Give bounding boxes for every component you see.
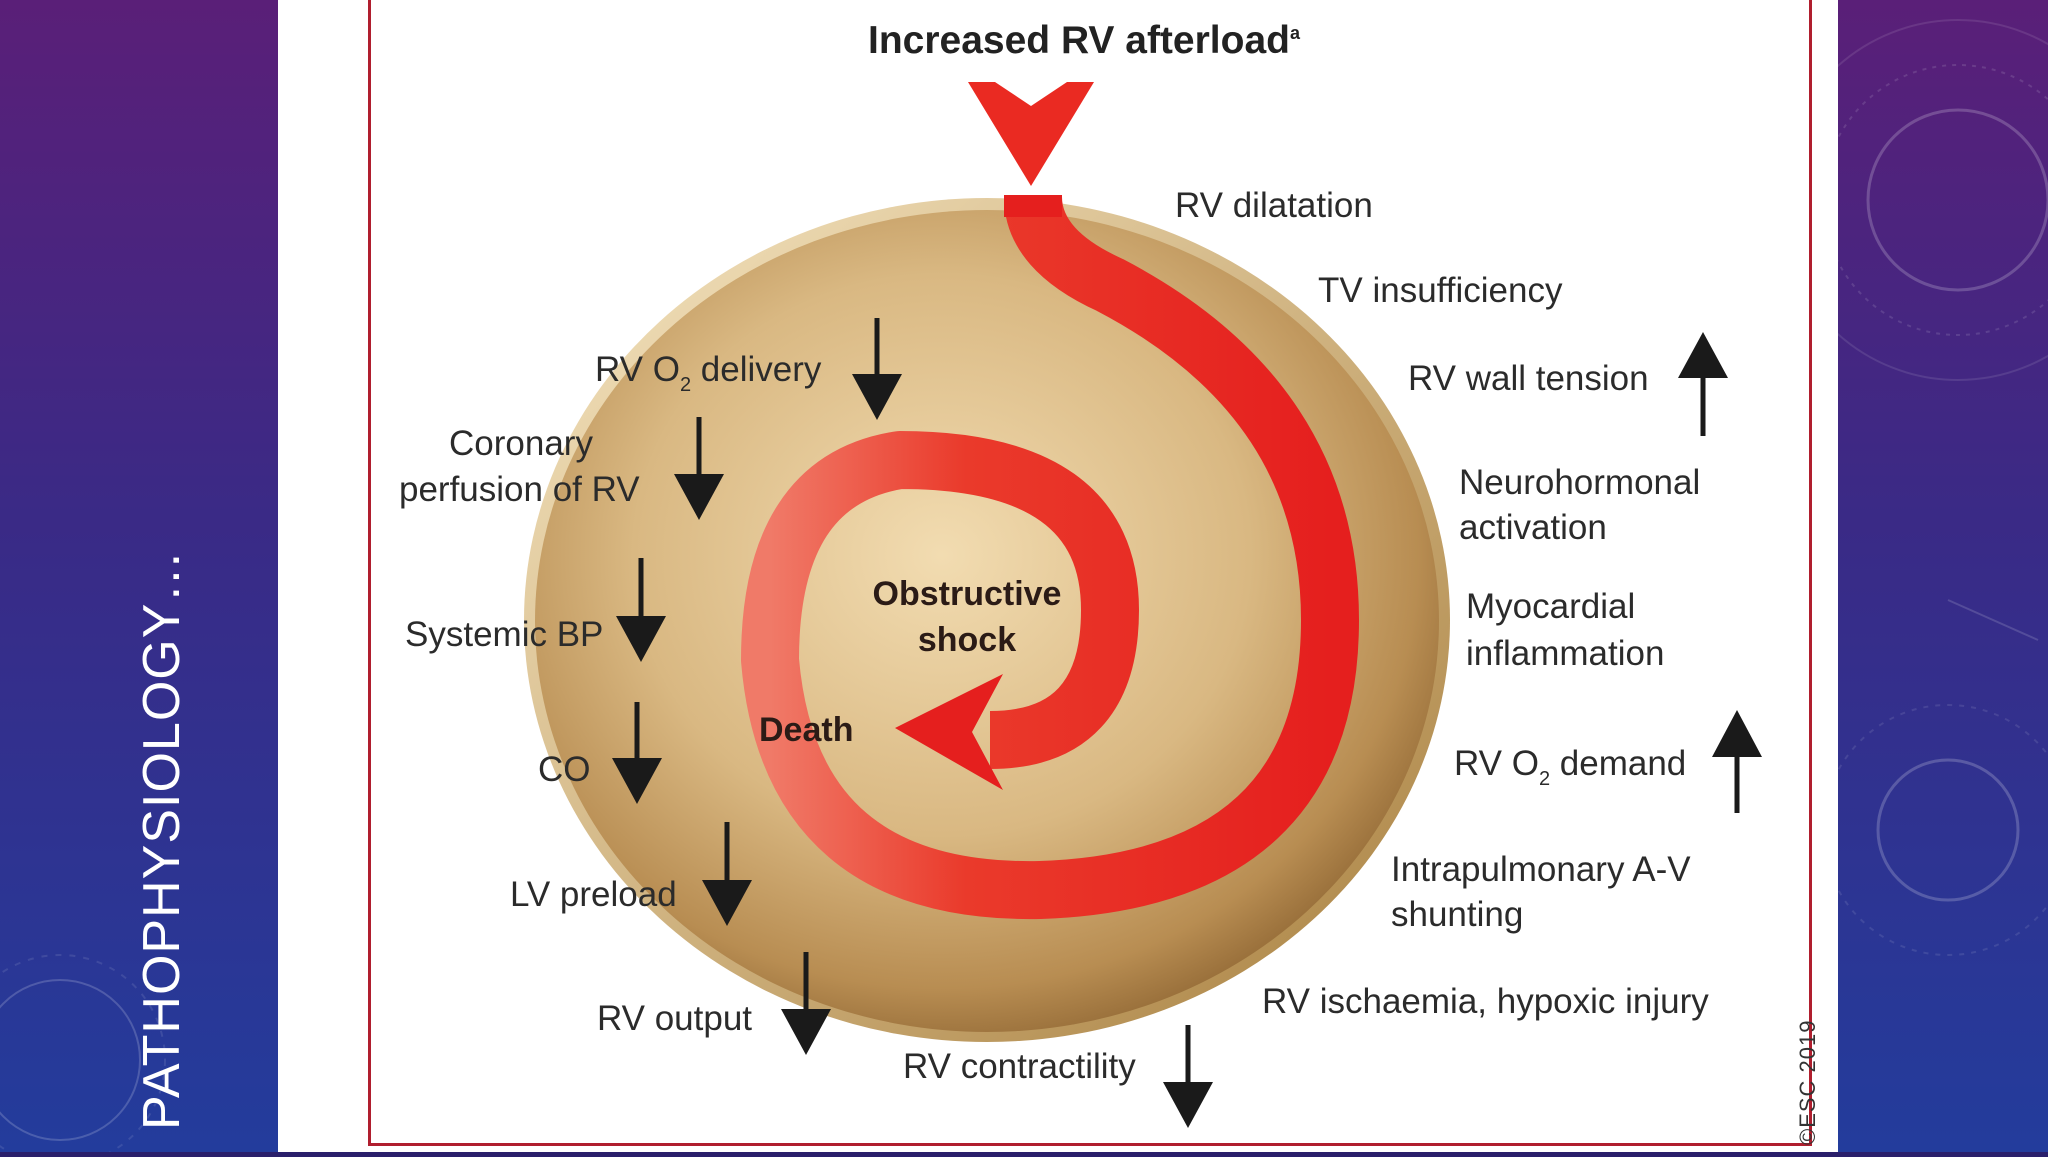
obstructive-label: Obstructive (873, 575, 1062, 613)
down-arrow-icon (616, 558, 666, 662)
death-label: Death (759, 711, 853, 749)
spiral-arrowhead (895, 674, 1003, 790)
copyright-label: ©ESC 2019 (1795, 1020, 1820, 1146)
diagram-title: Increased RV afterloada (868, 19, 1301, 62)
left-decorative-rings (0, 954, 166, 1157)
down-arrow-icon (1163, 1025, 1213, 1128)
intrapulmonary-label: Intrapulmonary A-V (1391, 850, 1691, 889)
coronary-label: Coronary (449, 424, 593, 463)
rv-o2-demand-label: RV O2 demand (1454, 744, 1686, 790)
co-label: CO (538, 750, 591, 789)
lv-preload-label: LV preload (510, 875, 677, 914)
tv-insufficiency-label: TV insufficiency (1318, 271, 1563, 310)
down-arrow-icon (674, 417, 724, 520)
inflammation-label: inflammation (1466, 634, 1664, 673)
spiral-entry (1004, 195, 1062, 217)
rv-dilatation-label: RV dilatation (1175, 186, 1373, 225)
neurohormonal-label: Neurohormonal (1459, 463, 1700, 502)
down-arrow-icon (612, 702, 662, 804)
perfusion-of-rv-label: perfusion of RV (399, 470, 640, 509)
shunting-label: shunting (1391, 895, 1523, 934)
rv-output-label: RV output (597, 999, 752, 1038)
systemic-bp-label: Systemic BP (405, 615, 603, 654)
myocardial-label: Myocardial (1466, 587, 1635, 626)
rv-o2-delivery-label: RV O2 delivery (595, 350, 822, 396)
rv-wall-tension-label: RV wall tension (1408, 359, 1649, 398)
down-arrow-icon (781, 952, 831, 1055)
right-background-panel (1777, 0, 2048, 1152)
diagram-frame (368, 0, 1812, 1146)
up-arrow-icon (1712, 710, 1762, 813)
left-background-panel (0, 0, 278, 1157)
spiral-band (741, 195, 1359, 920)
rv-contractility-label: RV contractility (903, 1047, 1136, 1086)
activation-label: activation (1459, 508, 1607, 547)
rv-ischaemia-label: RV ischaemia, hypoxic injury (1262, 982, 1709, 1021)
down-arrow-icon (702, 822, 752, 926)
down-arrow-icon (852, 318, 902, 420)
afterload-chevron-icon (968, 82, 1094, 186)
chevron-notch (995, 82, 1067, 106)
up-arrow-icon (1678, 332, 1728, 436)
shock-label: shock (918, 621, 1016, 659)
